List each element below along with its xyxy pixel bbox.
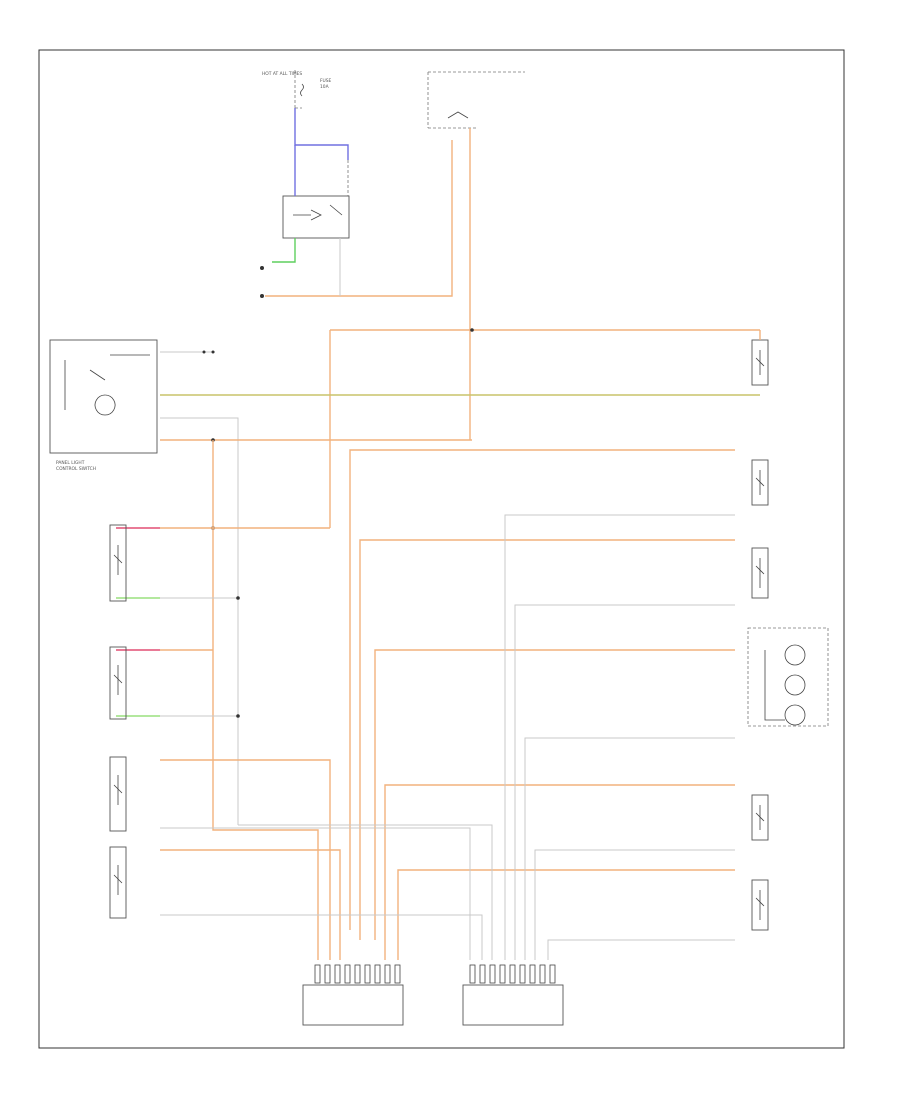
right-component-1	[735, 329, 769, 386]
left-component-4	[109, 846, 127, 919]
wire-grey-left-trunk	[238, 824, 493, 960]
panel-switch-title-2: CONTROL SWITCH	[56, 466, 96, 472]
wire-orange-right-6	[397, 869, 735, 960]
panel-light-control-switch: PANEL LIGHT CONTROL SWITCH	[49, 339, 158, 472]
control-unit	[427, 71, 525, 129]
right-component-6	[751, 879, 769, 931]
wire-grey-right-3	[524, 737, 735, 960]
wire-grey-right-1	[504, 514, 735, 960]
connector-a	[302, 964, 404, 1026]
wire-orange-right-4	[374, 649, 735, 940]
relay	[282, 195, 350, 239]
wire-orange-right-5	[384, 784, 735, 960]
wire-grey-left-4	[160, 914, 483, 960]
left-component-3	[109, 756, 127, 832]
wire-orange-ground-control	[265, 140, 453, 297]
wire-green-relay-ground	[272, 238, 296, 263]
wire-orange-left-3	[160, 849, 341, 960]
left-component-2	[109, 646, 127, 720]
wire-orange-left-trunk	[212, 440, 319, 960]
wire-grey-right-4	[534, 849, 735, 960]
wire-grey-panel-down	[160, 417, 239, 825]
wire-grey-right-5	[547, 939, 735, 960]
relay-box	[282, 195, 350, 239]
fuse-block: HOT AT ALL TIMES FUSE 10A	[262, 70, 332, 109]
panel-switch-title-1: PANEL LIGHT	[56, 460, 85, 466]
diagram-frame	[38, 49, 845, 1049]
wire-orange-right-3	[359, 539, 735, 940]
fuse-block-label-2: FUSE	[320, 78, 332, 84]
wire-blue-fuse-relay	[294, 108, 349, 160]
right-component-3	[751, 547, 769, 599]
panel-switch-box	[49, 339, 158, 454]
right-component-4	[747, 627, 829, 727]
wire-grey-right-2	[514, 604, 735, 960]
wire-orange-left-2	[160, 759, 331, 960]
left-component-1	[109, 524, 127, 602]
wire-grey-left-3	[160, 827, 471, 960]
wire-orange-right-2	[349, 449, 735, 930]
fuse-block-label-3: 10A	[320, 84, 329, 90]
right-component-2	[751, 459, 769, 506]
connector-b	[462, 964, 564, 1026]
fuse-block-label-1: HOT AT ALL TIMES	[262, 71, 302, 77]
right-component-5	[751, 794, 769, 841]
